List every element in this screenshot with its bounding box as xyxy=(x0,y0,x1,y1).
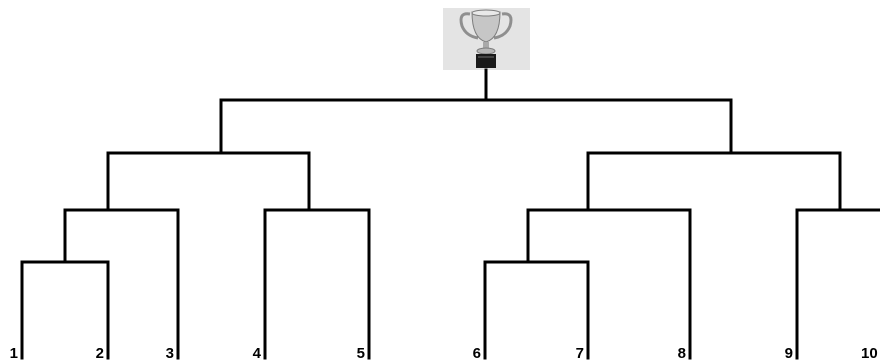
seed-label-5: 5 xyxy=(357,345,365,362)
seed-label-2: 2 xyxy=(96,345,104,362)
seed-label-8: 8 xyxy=(678,345,686,362)
seed-label-6: 6 xyxy=(473,345,481,362)
seed-label-1: 1 xyxy=(10,345,18,362)
match-6-7-bracket xyxy=(483,260,590,360)
seed-label-10: 10 xyxy=(861,345,878,362)
match-1-2-bracket xyxy=(20,260,110,360)
final-bracket xyxy=(219,98,733,154)
seed-label-3: 3 xyxy=(166,345,174,362)
bracket-lines xyxy=(20,68,880,360)
right-semi-bracket xyxy=(586,151,842,211)
seed-labels: 1 2 3 4 5 6 7 8 9 10 xyxy=(10,345,878,362)
left-qf-b-bracket xyxy=(263,208,371,360)
seed-label-7: 7 xyxy=(576,345,584,362)
seed-label-9: 9 xyxy=(785,345,793,362)
right-qf-b-bracket xyxy=(795,208,880,360)
left-qf-a-bracket xyxy=(63,208,180,360)
seed-label-4: 4 xyxy=(253,345,262,362)
left-semi-bracket xyxy=(106,151,311,211)
right-qf-a-bracket xyxy=(526,208,692,360)
trophy-icon xyxy=(443,8,530,70)
